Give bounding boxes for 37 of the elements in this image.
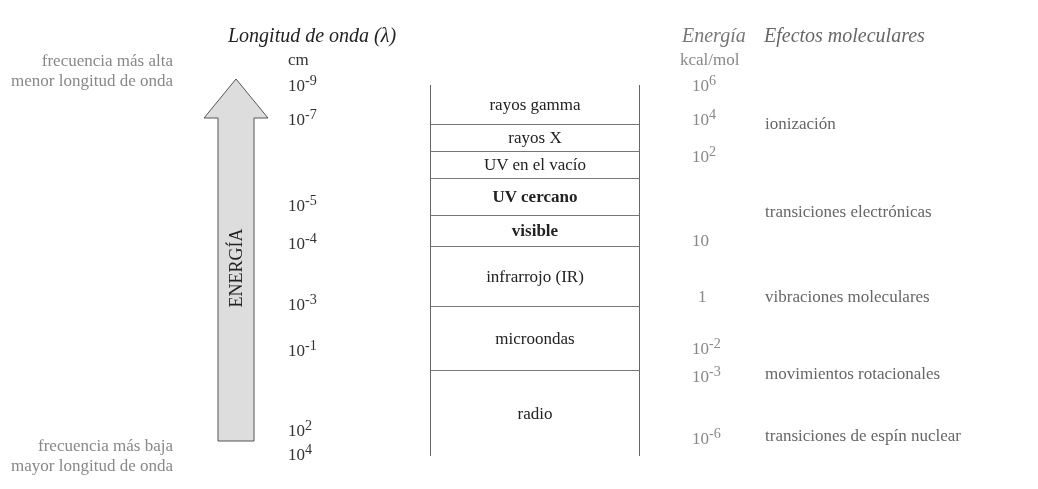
wavelength-value: 10$^{-1}$ bbox=[288, 335, 317, 362]
unit-label: cm bbox=[288, 50, 309, 70]
effect-label: movimientos rotacionales bbox=[765, 364, 941, 384]
spectrum-band-cell: UV en el vacío bbox=[430, 151, 640, 178]
energy-value: 1 bbox=[698, 287, 707, 307]
wavelength-value: 10$^{2}$ bbox=[288, 415, 313, 442]
axis-title: Efectos moleculares bbox=[764, 25, 925, 45]
energy-value: 10 bbox=[692, 231, 709, 251]
wavelength-value: 10$^{4}$ bbox=[288, 439, 313, 466]
unit-label: kcal/mol bbox=[680, 50, 740, 70]
note-label: frecuencia más baja mayor longitud de onda bbox=[10, 436, 173, 476]
effect-label: transiciones de espín nuclear bbox=[765, 426, 961, 446]
spectrum-band-cell: rayos X bbox=[430, 124, 640, 151]
wavelength-value: 10$^{-5}$ bbox=[288, 190, 317, 217]
wavelength-value: 10$^{-7}$ bbox=[288, 104, 317, 131]
energy-value: 10$^{-6}$ bbox=[692, 423, 721, 450]
spectrum-band-cell: infrarrojo (IR) bbox=[430, 246, 640, 306]
spectrum-band-cell: microondas bbox=[430, 306, 640, 370]
energy-value: 10$^{-2}$ bbox=[692, 333, 721, 360]
spectrum-band-cell: visible bbox=[430, 215, 640, 246]
energy-value: 10$^{6}$ bbox=[692, 70, 717, 97]
effect-label: vibraciones moleculares bbox=[765, 287, 930, 307]
wavelength-value: 10$^{-9}$ bbox=[288, 70, 317, 97]
spectrum-band-cell: UV cercano bbox=[430, 178, 640, 215]
wavelength-value: 10$^{-4}$ bbox=[288, 228, 317, 255]
effect-label: transiciones electrónicas bbox=[765, 202, 932, 222]
spectrum-band-cell: radio bbox=[430, 370, 640, 456]
effect-label: ionización bbox=[765, 114, 836, 134]
spectrum-band-cell: rayos gamma bbox=[430, 85, 640, 124]
energy-value: 10$^{4}$ bbox=[692, 104, 717, 131]
energy-arrow: ENERGÍA bbox=[203, 78, 269, 442]
wavelength-value: 10$^{-3}$ bbox=[288, 289, 317, 316]
axis-title: Longitud de onda (λ) bbox=[228, 25, 397, 45]
energy-value: 10$^{2}$ bbox=[692, 141, 717, 168]
energy-value: 10$^{-3}$ bbox=[692, 361, 721, 388]
axis-title: Energía bbox=[682, 25, 746, 45]
note-label: frecuencia más alta menor longitud de onda bbox=[10, 51, 173, 91]
